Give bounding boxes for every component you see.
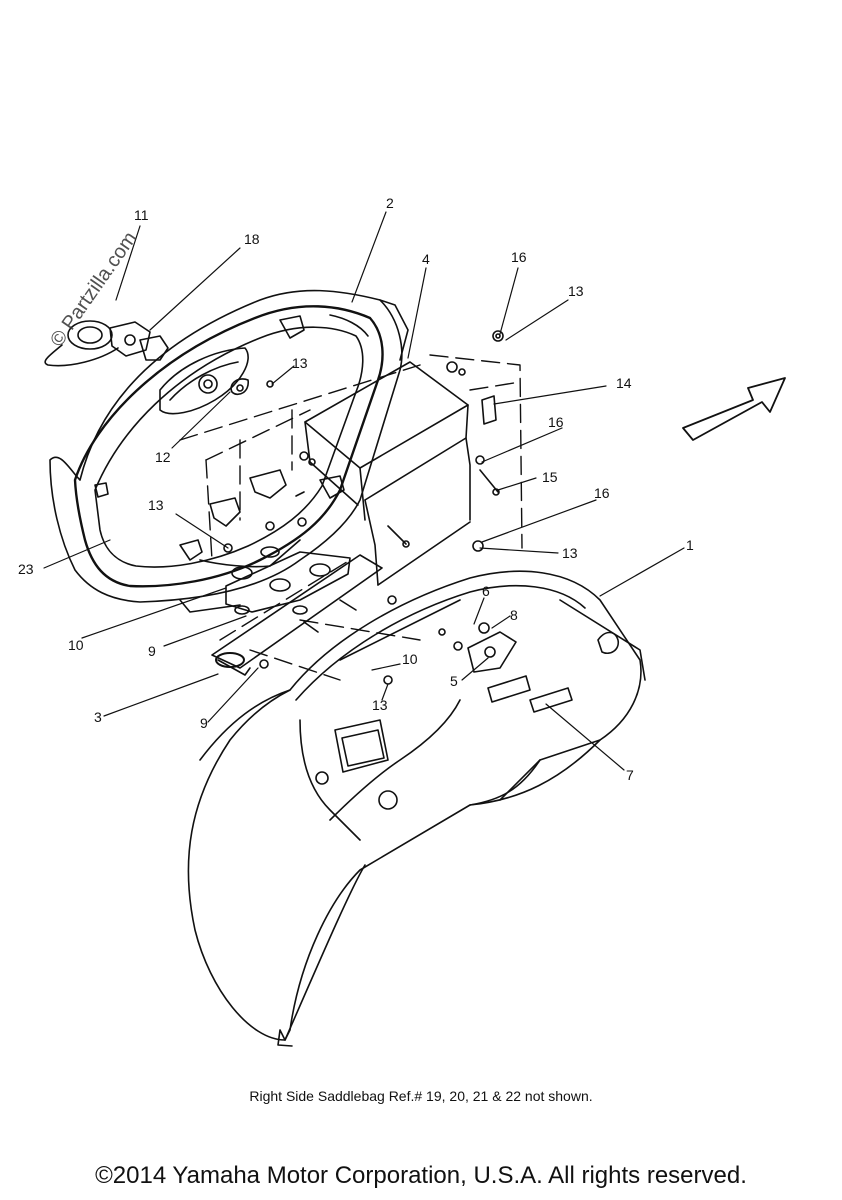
callout-23: 23 [18,561,34,577]
lid-clips [94,315,345,561]
callout-12: 12 [155,449,171,465]
callout-18: 18 [244,231,260,247]
callout-1: 1 [686,537,694,553]
copyright-notice: ©2014 Yamaha Motor Corporation, U.S.A. A… [95,1162,747,1189]
callout-14: 14 [616,375,632,391]
diagram-note: Right Side Saddlebag Ref.# 19, 20, 21 & … [249,1088,593,1104]
partzilla-watermark: © Partzilla.com [46,228,141,351]
callout-16-top: 16 [511,249,527,265]
callout-9-upper: 9 [148,643,156,659]
callout-2: 2 [386,195,394,211]
callout-13-left: 13 [148,497,164,513]
callout-13-right: 13 [562,545,578,561]
callout-7: 7 [626,767,634,783]
direction-arrow [682,377,786,441]
callout-3: 3 [94,709,102,725]
saddlebag-case [187,570,646,1047]
callout-11: 11 [134,207,149,223]
callout-13-bottom: 13 [372,697,388,713]
hinge-rail [211,546,383,676]
callout-9-lower: 9 [200,715,208,731]
callout-4: 4 [422,251,430,267]
leader-lines [43,211,685,771]
saddlebag-lid [49,289,409,613]
callout-16-low: 16 [594,485,610,501]
callout-16-mid: 16 [548,414,564,430]
callout-6: 6 [482,583,490,599]
latch-assembly [467,622,573,713]
callout-10-right: 10 [402,651,418,667]
alignment-dashes [179,354,523,681]
lock-assembly [44,320,249,396]
callout-15: 15 [542,469,558,485]
callout-13-top: 13 [568,283,584,299]
callout-8: 8 [510,607,518,623]
callout-13-lock: 13 [292,355,308,371]
inner-liner [304,361,471,586]
fasteners [223,330,504,685]
callout-5: 5 [450,673,458,689]
callout-10-left: 10 [68,637,84,653]
